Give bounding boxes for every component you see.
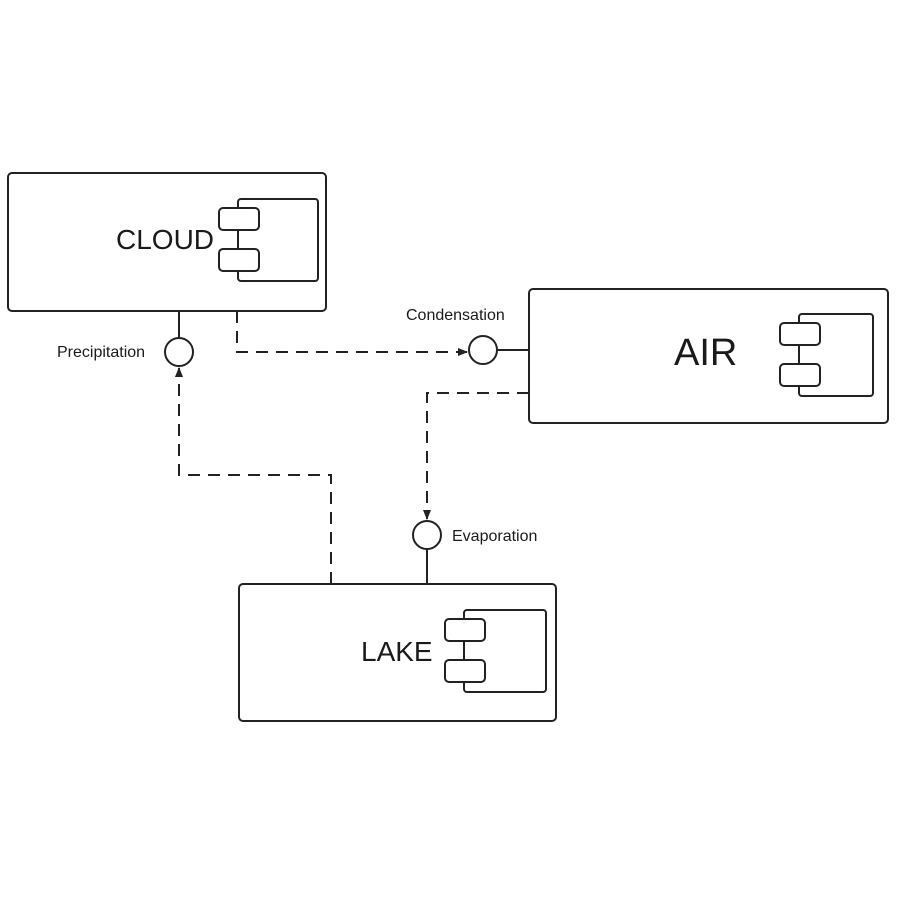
evaporation-lollipop xyxy=(412,520,442,550)
component-icon xyxy=(779,313,874,397)
component-icon xyxy=(444,609,547,693)
evaporation-interface[interactable]: Evaporation xyxy=(412,520,537,584)
component-icon xyxy=(218,198,319,282)
cloud-to-condensation-dependency xyxy=(236,311,468,356)
condensation-label: Condensation xyxy=(406,307,505,324)
air-component[interactable]: AIR xyxy=(528,288,889,424)
cloud-label: CLOUD xyxy=(116,224,214,255)
evaporation-label: Evaporation xyxy=(452,528,537,545)
condensation-lollipop xyxy=(468,335,498,365)
precipitation-interface[interactable]: Precipitation xyxy=(57,311,194,367)
precipitation-lollipop xyxy=(164,337,194,367)
condensation-interface[interactable]: Condensation xyxy=(406,307,529,365)
air-to-evaporation-dependency xyxy=(423,392,529,520)
air-label: AIR xyxy=(674,332,737,374)
precipitation-label: Precipitation xyxy=(57,344,145,361)
lake-label: LAKE xyxy=(361,636,433,667)
cloud-component[interactable]: CLOUD xyxy=(7,172,327,312)
lake-to-precipitation-dependency xyxy=(175,367,332,584)
lake-component[interactable]: LAKE xyxy=(238,583,557,722)
